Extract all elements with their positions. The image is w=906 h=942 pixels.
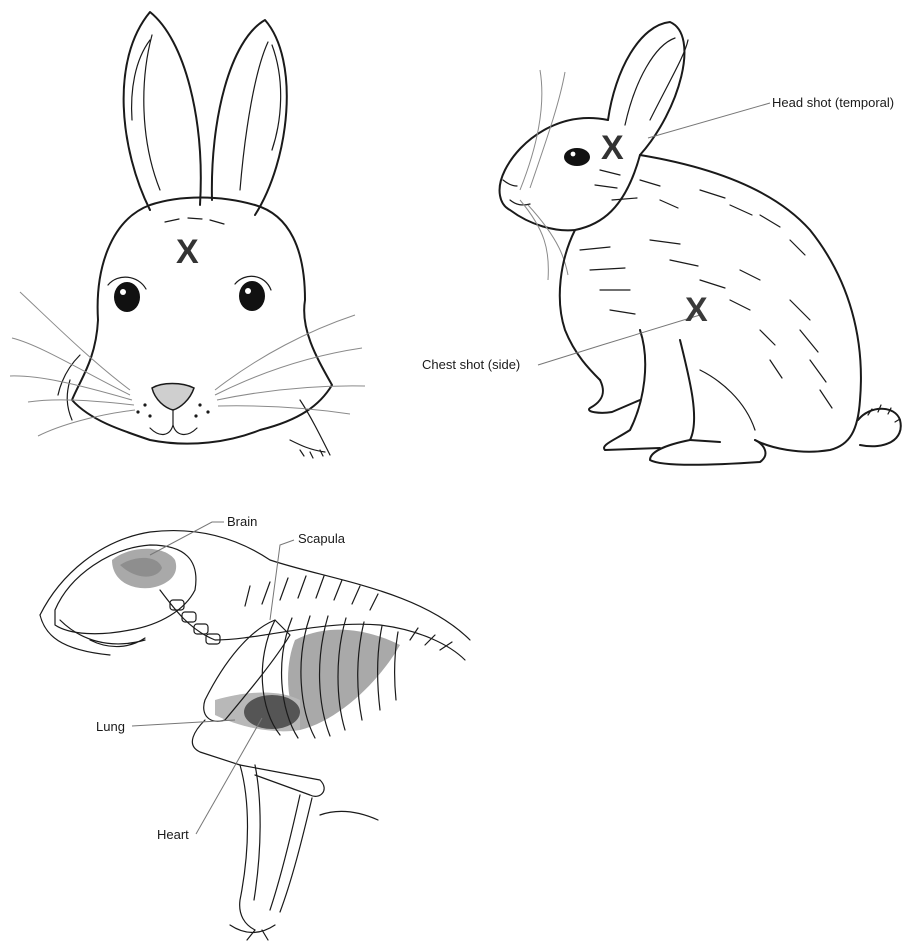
front-head-shot-mark: X	[176, 235, 199, 269]
chest-shot-leader	[538, 315, 700, 365]
chest-shot-label: Chest shot (side)	[422, 358, 520, 371]
head-shot-leader	[648, 103, 770, 138]
brain-label: Brain	[227, 515, 257, 528]
scapula-label: Scapula	[298, 532, 345, 545]
lung-label: Lung	[96, 720, 125, 733]
temporal-head-shot-mark: X	[601, 131, 624, 165]
chest-shot-mark: X	[685, 293, 708, 327]
heart-leader	[196, 718, 262, 834]
scapula-leader	[270, 540, 294, 620]
brain-leader	[150, 522, 224, 555]
heart-label: Heart	[157, 828, 189, 841]
lung-leader	[132, 720, 235, 726]
head-shot-label: Head shot (temporal)	[772, 96, 894, 109]
